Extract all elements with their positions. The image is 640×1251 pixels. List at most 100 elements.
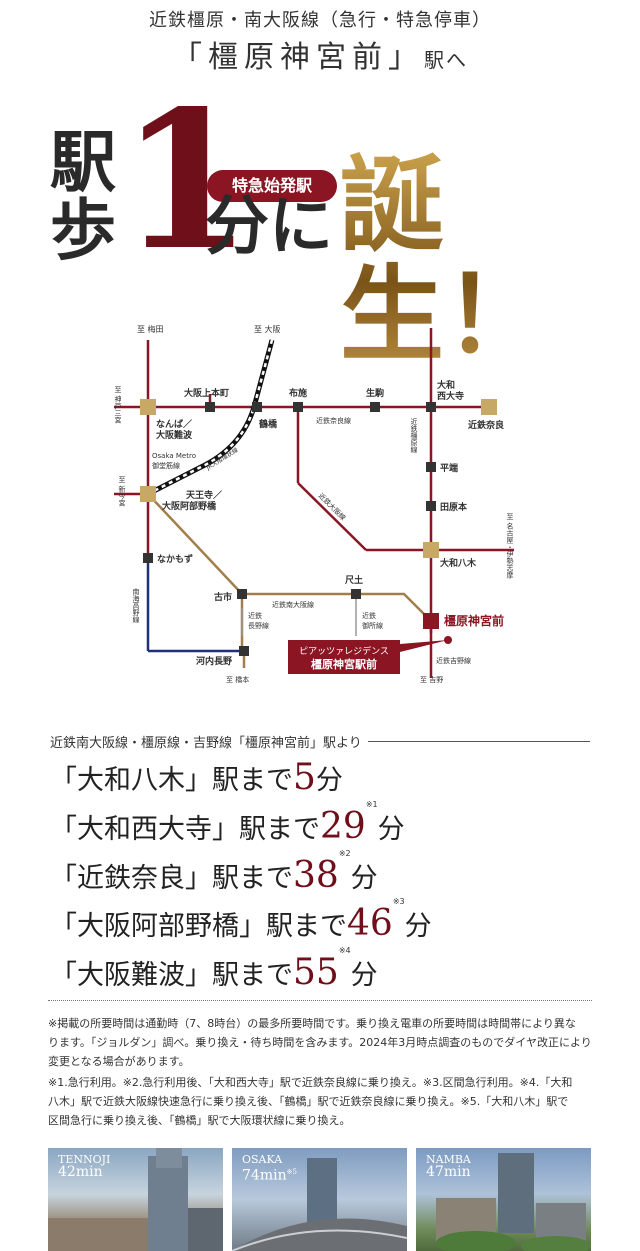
photo-tennoji: TENNOJI 42min bbox=[48, 1148, 223, 1251]
route-map: 至 梅田 至 大阪 至 神戸三宮 至 新今宮 大阪上本町 布施 生駒 大和 西大… bbox=[114, 324, 514, 684]
route-heading: 近鉄南大阪線・橿原線・吉野線「橿原神宮前」駅より bbox=[50, 732, 590, 751]
hero-eki: 駅 bbox=[50, 123, 116, 201]
residence-callout: ピアッツァレジデンス 橿原神宮駅前 bbox=[288, 640, 448, 674]
svg-text:至 大阪: 至 大阪 bbox=[254, 324, 281, 334]
header-to: 駅へ bbox=[424, 48, 468, 72]
svg-text:平端: 平端 bbox=[440, 462, 458, 474]
svg-text:近鉄吉野線: 近鉄吉野線 bbox=[436, 656, 471, 665]
heading-rule bbox=[367, 741, 590, 742]
svg-text:古市: 古市 bbox=[214, 591, 232, 603]
station-shakudo bbox=[351, 589, 361, 599]
note-line: 変更となる場合があります。 bbox=[48, 1055, 190, 1068]
photo-label: TENNOJI 42min bbox=[58, 1153, 111, 1180]
route-unit: 分 bbox=[350, 863, 378, 894]
station-fuse bbox=[293, 402, 303, 412]
header-title: 「橿原神宮前」駅へ bbox=[0, 32, 640, 76]
route-note: ※1 bbox=[365, 800, 378, 809]
svg-text:生駒: 生駒 bbox=[366, 387, 384, 399]
route-minutes: 5 bbox=[293, 757, 316, 798]
osaka-building-icon bbox=[232, 1158, 407, 1251]
route-row-abenobashi: 「大阪阿部野橋」駅まで46※3 分 bbox=[50, 897, 432, 944]
note-line: 八木」駅で近鉄大阪線快速急行に乗り換え後、「鶴橋」駅で近鉄奈良線に乗り換え。※5… bbox=[48, 1095, 569, 1108]
svg-text:南海高野線: 南海高野線 bbox=[132, 587, 140, 623]
svg-text:御堂筋線: 御堂筋線 bbox=[152, 461, 180, 470]
hero-tanjo: 誕生！ bbox=[340, 150, 640, 370]
station-kintetsu-nara bbox=[481, 399, 497, 415]
route-station: 「近鉄奈良」駅まで bbox=[50, 863, 293, 894]
svg-text:至 新今宮: 至 新今宮 bbox=[118, 476, 126, 507]
station-ikoma bbox=[370, 402, 380, 412]
route-unit: 分 bbox=[315, 765, 343, 796]
photo-minutes: 47min bbox=[426, 1164, 471, 1180]
svg-text:近鉄橿原線: 近鉄橿原線 bbox=[410, 417, 418, 453]
station-nakamozu bbox=[143, 553, 153, 563]
osaka-line-diag bbox=[297, 482, 367, 551]
svg-text:なんば／: なんば／ bbox=[156, 418, 192, 430]
route-station: 「大阪難波」駅まで bbox=[50, 960, 293, 991]
photo-osaka: OSAKA 74min※5 bbox=[232, 1148, 407, 1251]
header-station: 「橿原神宮前」 bbox=[172, 40, 424, 75]
svg-text:鶴橋: 鶴橋 bbox=[259, 418, 278, 430]
photo-name: OSAKA bbox=[242, 1153, 283, 1166]
notes-paragraph-2: ※1.急行利用。※2.急行利用後、「大和西大寺」駅で近鉄奈良線に乗り換え。※3.… bbox=[48, 1073, 596, 1130]
svg-text:JR大阪環状線: JR大阪環状線 bbox=[204, 446, 240, 472]
svg-text:大阪上本町: 大阪上本町 bbox=[184, 387, 229, 399]
svg-text:長野線: 長野線 bbox=[248, 621, 269, 630]
svg-text:近鉄南大阪線: 近鉄南大阪線 bbox=[272, 600, 314, 609]
svg-text:近鉄: 近鉄 bbox=[248, 611, 262, 620]
station-tennoji bbox=[140, 486, 156, 502]
route-station: 「大和西大寺」駅まで bbox=[50, 814, 320, 845]
photo-label: OSAKA 74min※5 bbox=[242, 1153, 297, 1184]
header-subtitle: 近鉄橿原・南大阪線（急行・特急停車） bbox=[149, 10, 491, 31]
route-row-nara: 「近鉄奈良」駅まで38※2 分 bbox=[50, 849, 378, 896]
photo-minutes-value: 74min bbox=[242, 1167, 287, 1184]
photo-label: NAMBA 47min bbox=[426, 1154, 471, 1180]
route-heading-text: 近鉄南大阪線・橿原線・吉野線「橿原神宮前」駅より bbox=[50, 736, 362, 751]
route-note: ※2 bbox=[338, 849, 351, 858]
photo-name: TENNOJI bbox=[58, 1153, 111, 1166]
route-unit: 分 bbox=[377, 814, 405, 845]
route-minutes: 46 bbox=[347, 903, 393, 944]
express-badge: 特急始発駅 bbox=[207, 170, 337, 202]
photo-namba: NAMBA 47min bbox=[416, 1148, 591, 1251]
notes-paragraph-1: ※掲載の所要時間は通勤時（7、8時台）の最多所要時間です。乗り換え電車の所要時間… bbox=[48, 1014, 596, 1071]
svg-text:西大寺: 西大寺 bbox=[437, 390, 464, 402]
route-note: ※4 bbox=[338, 946, 351, 955]
station-tsuruhashi bbox=[252, 402, 262, 412]
route-minutes: 55 bbox=[293, 952, 339, 993]
station-furuichi bbox=[237, 589, 247, 599]
route-minutes: 38 bbox=[293, 855, 339, 896]
route-station: 「大阪阿部野橋」駅まで bbox=[50, 911, 347, 942]
svg-text:近鉄奈良: 近鉄奈良 bbox=[468, 419, 504, 431]
route-row-namba: 「大阪難波」駅まで55※4分 bbox=[50, 946, 378, 993]
route-row-saidaiji: 「大和西大寺」駅まで29※1分 bbox=[50, 800, 405, 847]
station-yamato-yagi bbox=[423, 542, 439, 558]
dotted-divider bbox=[48, 1000, 592, 1001]
stations bbox=[140, 399, 497, 656]
svg-text:至 梅田: 至 梅田 bbox=[137, 324, 164, 334]
station-kawachi-nagano bbox=[239, 646, 249, 656]
svg-text:大阪阿部野橋: 大阪阿部野橋 bbox=[162, 500, 217, 512]
svg-text:御所線: 御所線 bbox=[362, 621, 383, 630]
svg-text:田原本: 田原本 bbox=[440, 501, 468, 513]
route-station: 「大和八木」駅まで bbox=[50, 765, 293, 796]
route-note: ※3 bbox=[392, 897, 405, 906]
svg-text:なかもず: なかもず bbox=[157, 553, 193, 565]
svg-text:Osaka Metro: Osaka Metro bbox=[152, 452, 196, 460]
station-tawaramoto bbox=[426, 501, 436, 511]
station-kashihara-jingu-mae bbox=[423, 613, 439, 629]
hero-eki-ho: 駅 歩 bbox=[48, 128, 118, 264]
station-saidaiji bbox=[426, 402, 436, 412]
svg-text:至 吉野: 至 吉野 bbox=[420, 676, 443, 684]
route-unit: 分 bbox=[404, 911, 432, 942]
svg-text:近鉄: 近鉄 bbox=[362, 611, 376, 620]
note-line: ります。「ジョルダン」調べ。乗り換え・待ち時間を含みます。2024年3月時点調査… bbox=[48, 1036, 592, 1049]
svg-text:大和: 大和 bbox=[437, 379, 455, 391]
note-line: 区間急行に乗り換え後、「鶴橋」駅で大阪環状線に乗り換え。 bbox=[48, 1114, 351, 1127]
svg-text:天王寺／: 天王寺／ bbox=[186, 489, 222, 501]
note-line: ※掲載の所要時間は通勤時（7、8時台）の最多所要時間です。乗り換え電車の所要時間… bbox=[48, 1017, 576, 1030]
photo-minutes: 74min※5 bbox=[242, 1166, 297, 1184]
svg-text:近鉄奈良線: 近鉄奈良線 bbox=[316, 416, 351, 425]
station-uehommachi bbox=[205, 402, 215, 412]
svg-text:大阪難波: 大阪難波 bbox=[156, 429, 193, 441]
